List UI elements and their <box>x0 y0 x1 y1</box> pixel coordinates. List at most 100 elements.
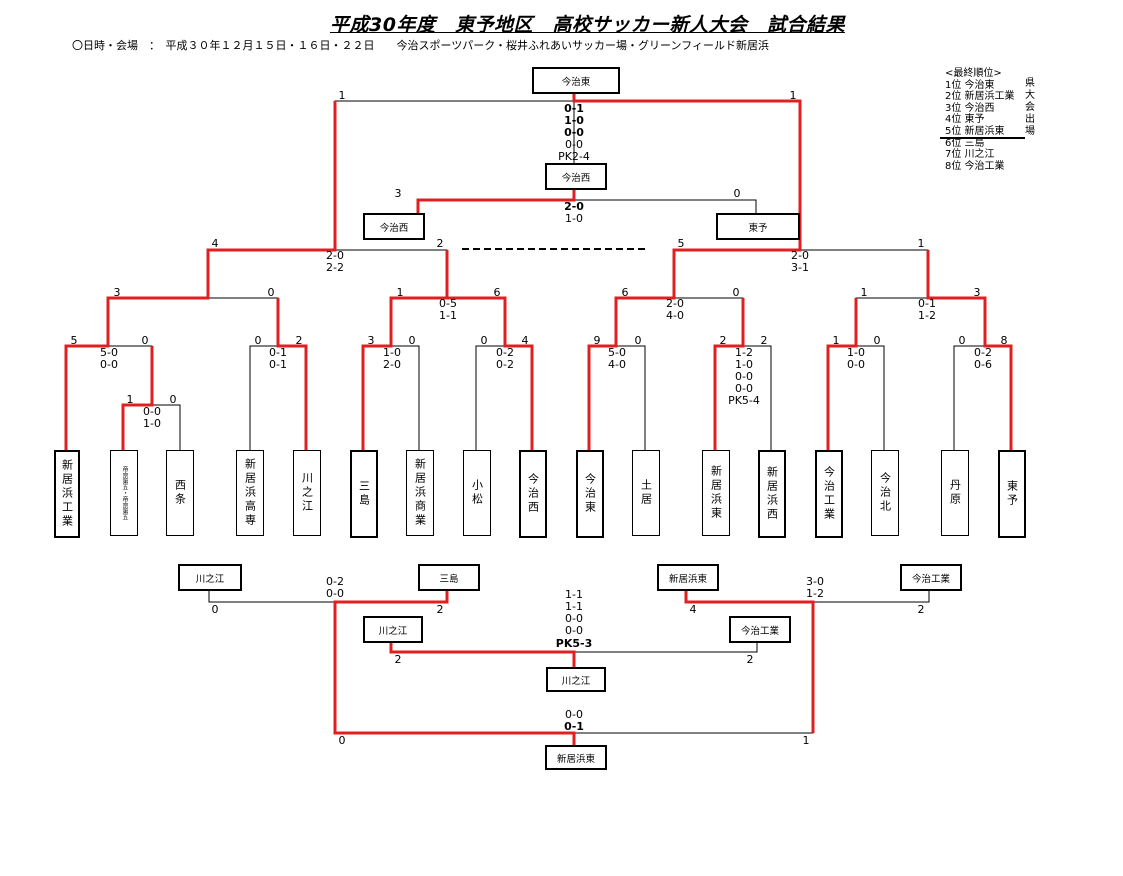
score: 0-0 <box>847 358 865 371</box>
score: 0-5 <box>439 297 457 310</box>
score: 0 <box>268 286 275 299</box>
score: 0-0 <box>735 370 753 383</box>
score: 0 <box>733 286 740 299</box>
score: 0 <box>339 734 346 747</box>
score: 2 <box>437 603 444 616</box>
score: 1-0 <box>735 358 753 371</box>
score: 6 <box>494 286 501 299</box>
score: 2-0 <box>564 200 584 213</box>
team-entry: 東予 <box>998 450 1026 538</box>
score: 0-0 <box>100 358 118 371</box>
score: 4-0 <box>666 309 684 322</box>
winner-path-line <box>684 588 815 733</box>
score: 2 <box>437 237 444 250</box>
team-entry: 今治西 <box>519 450 547 538</box>
bracket-line <box>107 297 279 346</box>
score: 4-0 <box>608 358 626 371</box>
score: 0 <box>212 603 219 616</box>
score: 2-0 <box>666 297 684 310</box>
score: 0-6 <box>974 358 992 371</box>
score: 0-1 <box>564 102 584 115</box>
winner-path-line <box>447 296 534 450</box>
team-entry: 新居浜西 <box>758 450 786 538</box>
winner-paths <box>64 92 1013 745</box>
score: 1-1 <box>565 588 583 601</box>
team-entry: 三島 <box>350 450 378 538</box>
score: 1-0 <box>383 346 401 359</box>
score: 0 <box>874 334 881 347</box>
score: 1 <box>861 286 868 299</box>
score: 2 <box>747 653 754 666</box>
score: 1 <box>339 89 346 102</box>
standings-row: 7位 川之江 <box>945 149 995 161</box>
score: 0-0 <box>565 708 583 721</box>
winner-path-line <box>276 298 308 450</box>
score: 2 <box>761 334 768 347</box>
score: 5-0 <box>100 346 118 359</box>
score: 0 <box>635 334 642 347</box>
prefectural-note: 県大会出場 <box>1025 78 1035 137</box>
standings-row: 4位 東予 <box>945 114 985 126</box>
winner-path-line <box>64 101 337 450</box>
score: 0 <box>170 393 177 406</box>
standings-row: 6位 三島 <box>945 137 985 149</box>
score: 1-2 <box>918 309 936 322</box>
team-entry: 新居浜商業 <box>406 450 434 536</box>
final-standings: <最終順位> 1位 今治東 2位 新居浜工業 3位 今治西 4位 東予 5位 新… <box>945 68 1015 172</box>
score: 0-2 <box>496 346 514 359</box>
winner-path-line <box>826 298 858 450</box>
team-entry: 新居浜東 <box>702 450 730 536</box>
score: 1-0 <box>143 417 161 430</box>
standings-row: 5位 新居浜東 <box>945 125 1005 137</box>
champion-box: 今治東 <box>532 67 620 94</box>
score: 1-1 <box>565 600 583 613</box>
score: 2-0 <box>326 249 344 262</box>
score: 2-0 <box>383 358 401 371</box>
winner-path-line <box>389 640 576 667</box>
winner-path-line <box>333 588 576 745</box>
score: 1 <box>127 393 134 406</box>
score: 0-2 <box>496 358 514 371</box>
standings-row: 2位 新居浜工業 <box>945 91 1015 103</box>
score: 1 <box>397 286 404 299</box>
standings-heading: <最終順位> <box>945 68 1002 79</box>
score: 3 <box>114 286 121 299</box>
score: 1 <box>790 89 797 102</box>
score: 1-2 <box>735 346 753 359</box>
semi-loser-box: 東予 <box>716 213 800 240</box>
score: 2 <box>918 603 925 616</box>
team-entry: 今治東 <box>576 450 604 538</box>
score: 1 <box>833 334 840 347</box>
score: 0-0 <box>565 138 583 151</box>
team-entry: 今治北 <box>871 450 899 536</box>
winner-path-line <box>572 92 802 450</box>
team-entry: 西条 <box>166 450 194 536</box>
score: 0 <box>734 187 741 200</box>
consolation-team-box: 川之江 <box>363 616 423 643</box>
winner-path-line <box>121 346 154 450</box>
score: PK2-4 <box>558 150 590 163</box>
standings-row: 3位 今治西 <box>945 102 995 114</box>
winner-path-line <box>713 298 745 450</box>
score: 9 <box>594 334 601 347</box>
score: 5 <box>678 237 685 250</box>
score: 0-2 <box>974 346 992 359</box>
score: 0 <box>959 334 966 347</box>
score: 5 <box>71 334 78 347</box>
bracket-lines <box>65 92 1012 745</box>
score: 1-0 <box>565 212 583 225</box>
score: 0-0 <box>143 405 161 418</box>
score: 0 <box>142 334 149 347</box>
team-entry: 今治工業 <box>815 450 843 538</box>
score: 0-0 <box>565 624 583 637</box>
semi-loser-box: 今治西 <box>363 213 425 240</box>
score: PK5-3 <box>556 637 592 650</box>
team-entry: 丹原 <box>941 450 969 536</box>
score: 2 <box>296 334 303 347</box>
consolation-team-box: 新居浜東 <box>657 564 719 591</box>
score: 1 <box>918 237 925 250</box>
consolation-team-box: 三島 <box>418 564 480 591</box>
score: 4 <box>212 237 219 250</box>
score: 4 <box>522 334 529 347</box>
